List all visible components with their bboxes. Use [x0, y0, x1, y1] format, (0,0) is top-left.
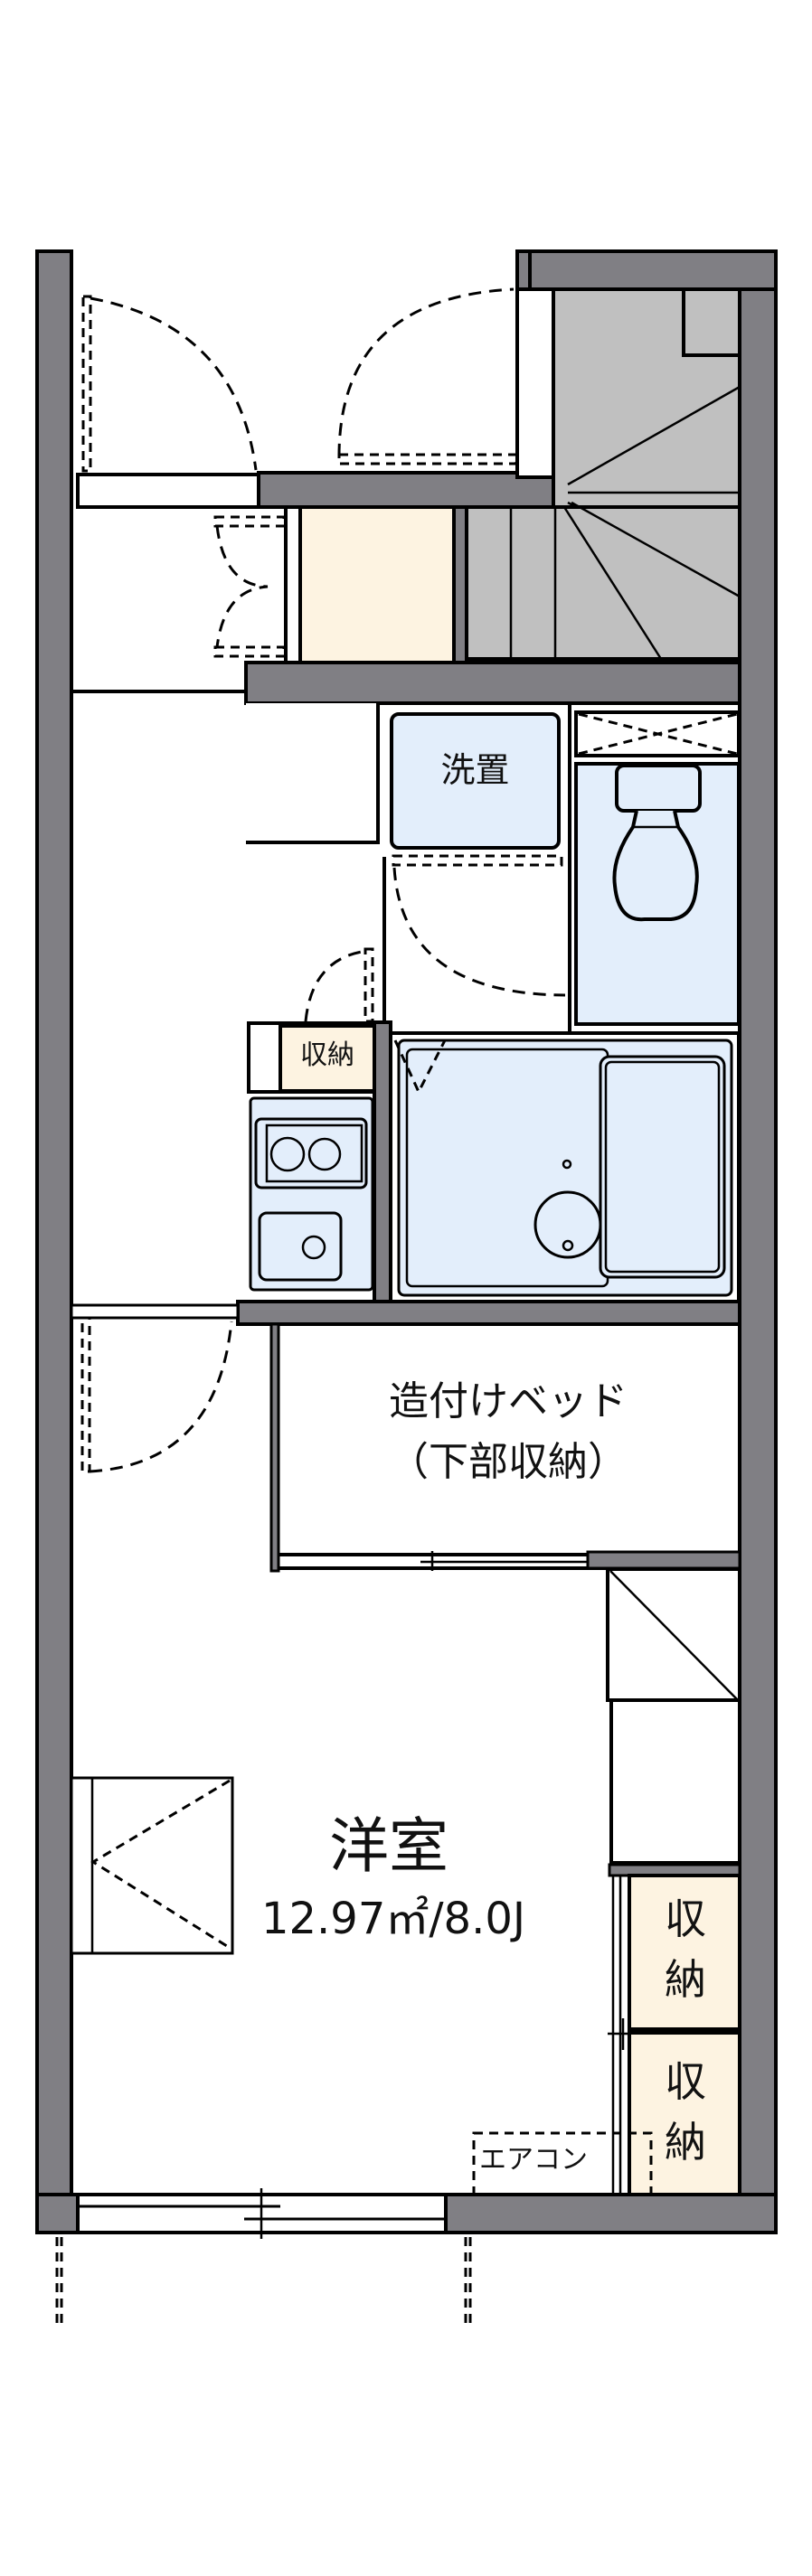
built-in-bed-sublabel: （下部収納）	[389, 1439, 628, 1485]
shoe-cabinet	[284, 505, 456, 664]
stair-tread-1	[567, 385, 741, 486]
aircon-label: エアコン	[479, 2144, 588, 2176]
shoe-cabinet-door-swing	[215, 525, 269, 648]
built-in-bed-label: 造付けベッド	[389, 1378, 628, 1424]
closet-lower	[628, 2031, 741, 2196]
sink-drain-icon	[301, 1235, 326, 1260]
south-wall-left-pier	[35, 2193, 80, 2234]
stair-tread-7	[562, 506, 663, 660]
room-east-column	[609, 1698, 741, 1865]
kitchen-door-leaf	[364, 947, 374, 1023]
stair-lower-run	[465, 505, 741, 661]
washer-label: 洗置	[440, 750, 510, 790]
entrance-door-leaf-right	[337, 453, 518, 465]
northeast-wall-top	[515, 249, 778, 291]
stove-top	[265, 1123, 364, 1183]
bathroom-washroom-wall	[373, 1020, 392, 1304]
kitchen-storage-label: 収納	[300, 1039, 354, 1071]
room-east-shelf-diagonal	[609, 1570, 738, 1700]
hall-partition	[244, 661, 741, 705]
shoe-cabinet-door-top	[213, 515, 286, 528]
washer-closet-outline	[246, 703, 380, 844]
stove-panel	[254, 1117, 368, 1189]
burner-right-icon	[307, 1137, 342, 1171]
washroom-door-swing	[392, 867, 566, 997]
room-door-swing	[89, 1321, 233, 1473]
entrance-threshold	[76, 473, 260, 509]
entrance-door-leaf-left	[81, 295, 92, 473]
bathtub-icon	[599, 1055, 726, 1279]
burner-left-icon	[269, 1136, 306, 1172]
western-room-label: 洋室	[329, 1811, 448, 1881]
stair-tread-8	[571, 501, 741, 598]
entrance-door-swing-right	[337, 287, 515, 457]
washer-closet-wall	[246, 703, 378, 857]
room-door-leaf	[80, 1316, 91, 1473]
stair-landing-step	[682, 287, 741, 357]
tub-plug-icon	[562, 1159, 572, 1170]
east-exterior-wall	[738, 249, 778, 2234]
aircon-box	[472, 2131, 653, 2196]
window-left-open-indicator	[90, 1779, 231, 1950]
shoe-cabinet-door-frame	[284, 505, 302, 664]
bathtub-inner	[604, 1060, 721, 1274]
bed-alcove-threshold	[70, 1303, 240, 1320]
kitchen-door-swing	[304, 949, 368, 1022]
washer-space	[390, 712, 561, 850]
bed-partition-wall	[236, 1300, 741, 1326]
window-left	[70, 1776, 234, 1955]
western-room-area: 12.97㎡/8.0J	[260, 1894, 526, 1944]
west-exterior-wall	[35, 249, 73, 2234]
closet-upper	[628, 1874, 741, 2031]
entrance-partition-block	[257, 471, 561, 509]
closet-upper-label: 収 納	[665, 1894, 706, 2004]
sink-icon	[258, 1211, 343, 1282]
bathroom-door-fold	[393, 1039, 447, 1095]
bed-west-wall	[269, 1322, 280, 1573]
washroom-door-leaf	[392, 854, 563, 867]
closet-lower-label: 収 納	[665, 2057, 706, 2167]
south-wall-right	[444, 2193, 778, 2234]
toilet-vent-cross-2	[578, 712, 738, 756]
stair-wall-left	[452, 505, 468, 681]
wash-basin-icon	[533, 1190, 602, 1259]
toilet-bowl-icon	[612, 810, 699, 922]
wash-basin-drain-icon	[562, 1239, 574, 1252]
kitchen-storage-door	[279, 1024, 376, 1093]
entrance-door-swing-left	[90, 296, 258, 471]
shoe-cabinet-door-bottom	[213, 645, 286, 658]
bed-east-ledge	[586, 1550, 741, 1570]
toilet-tank-icon	[615, 764, 702, 813]
entrance-jamb	[515, 287, 555, 479]
